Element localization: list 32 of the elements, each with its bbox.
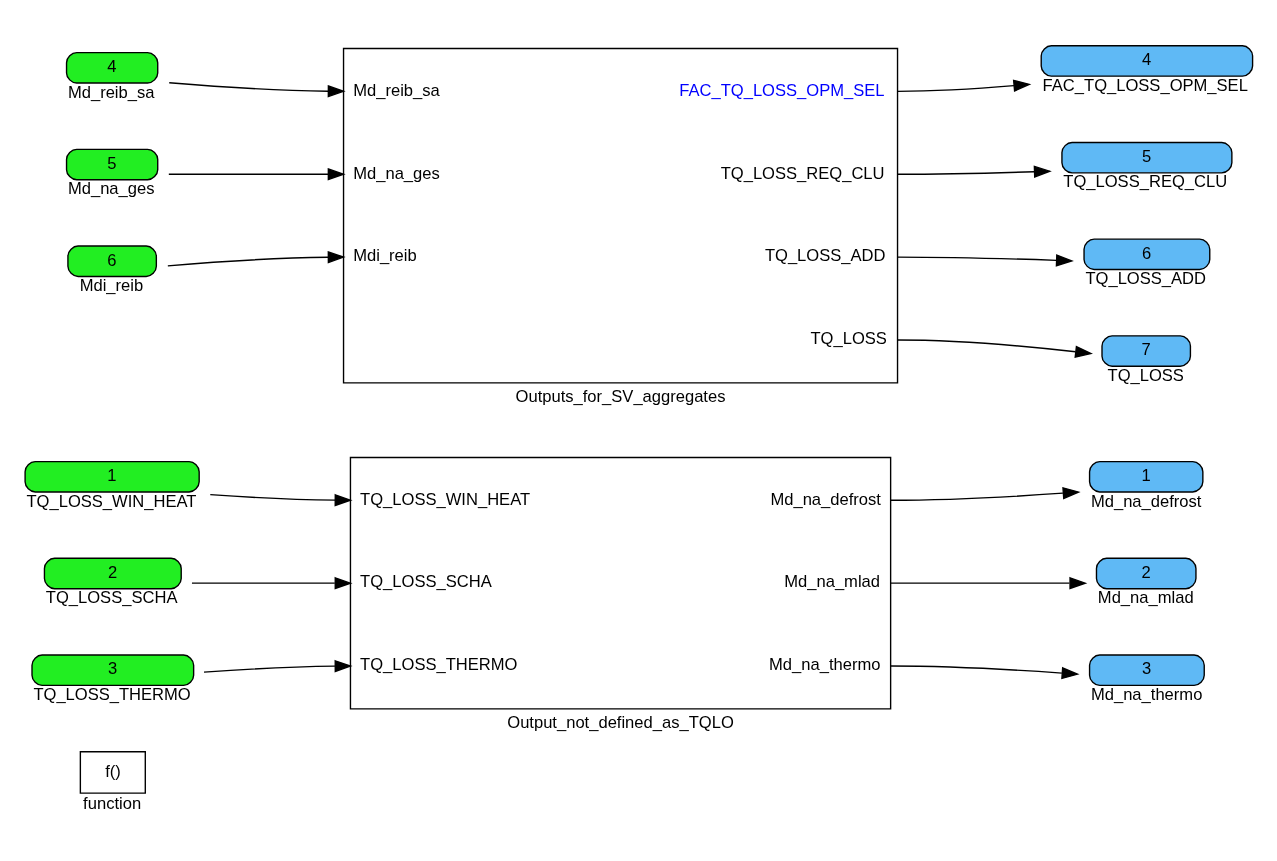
node-label: Output_not_defined_as_TQLO [507,712,734,732]
arrow [889,486,1081,501]
node-box: Md_reib_sa FAC_TQ_LOSS_OPM_SEL Md_na_ges TQ_LOSS_REQ_CLU Mdi_reib TQ_LOSS_ADD TQ_LOSS [342,47,899,384]
node-label: Outputs_for_SV_aggregates [515,386,726,406]
arrow [896,339,1093,358]
arrow [168,82,346,98]
node-label: function [83,794,142,814]
arrow [896,165,1052,179]
arrow [167,250,346,267]
arrow [191,576,353,590]
node-label: Md_reib_sa [67,82,155,102]
arrow [896,254,1074,267]
arrow [209,493,353,507]
node-box: f() [79,751,146,794]
node-label: Md_na_thermo [1090,685,1203,705]
node-label: TQ_LOSS_WIN_HEAT [26,491,197,511]
node-label: TQ_LOSS_ADD [1085,269,1207,289]
node-label: Md_na_ges [67,179,155,199]
arrow [889,576,1088,590]
node-label: Mdi_reib [79,276,144,296]
node-label: Md_na_mlad [1097,588,1194,608]
node-label: Md_na_defrost [1090,491,1202,511]
node-label: TQ_LOSS_SCHA [45,588,178,608]
arrow [203,659,353,673]
node-label: TQ_LOSS_THERMO [33,685,191,705]
arrow [889,665,1080,680]
node-label: FAC_TQ_LOSS_OPM_SEL [1042,75,1248,95]
arrow [896,79,1032,92]
node-label: TQ_LOSS_REQ_CLU [1063,172,1228,192]
node-box: TQ_LOSS_WIN_HEAT Md_na_defrost TQ_LOSS_SCHA Md_na_mlad TQ_LOSS_THERMO Md_na_thermo [349,456,892,710]
arrow [168,167,346,181]
node-label: TQ_LOSS [1107,365,1184,385]
